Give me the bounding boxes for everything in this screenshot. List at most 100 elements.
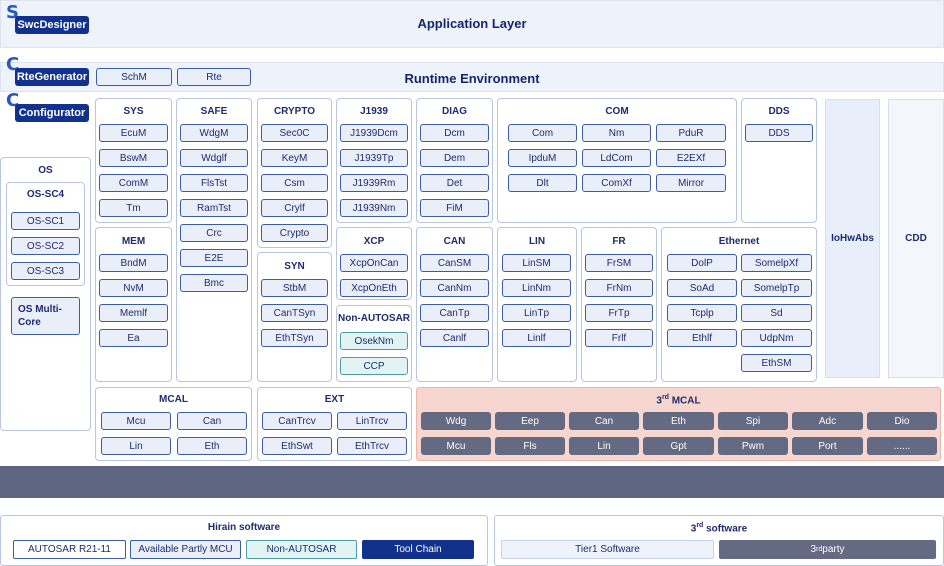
fr-frsm[interactable]: FrSM (585, 254, 653, 272)
diag-dem[interactable]: Dem (420, 149, 489, 167)
eth-doip[interactable]: DolP (667, 254, 737, 272)
mcal3-spi[interactable]: Spi (718, 412, 788, 430)
rte-module-schm[interactable]: SchM (96, 68, 172, 86)
rte-module-rte[interactable]: Rte (177, 68, 251, 86)
j1939-nm[interactable]: J1939Nm (340, 199, 408, 217)
crypto-secoc[interactable]: Sec0C (261, 124, 328, 142)
safe-flstst[interactable]: FlsTst (180, 174, 248, 192)
mcal3-dio[interactable]: Dio (867, 412, 937, 430)
syn-stbm[interactable]: StbM (261, 279, 328, 297)
mcal-mcu[interactable]: Mcu (101, 412, 171, 430)
cdd-column[interactable]: CDD (888, 99, 944, 378)
crypto-csm[interactable]: Csm (261, 174, 328, 192)
eth-someiptp[interactable]: SomelpTp (741, 279, 812, 297)
eth-ethif[interactable]: Ethlf (667, 329, 737, 347)
can-cannm[interactable]: CanNm (420, 279, 489, 297)
com-ipdum[interactable]: IpduM (508, 149, 577, 167)
mcal-eth[interactable]: Eth (177, 437, 247, 455)
com-mirror[interactable]: Mirror (656, 174, 726, 192)
os-multicore[interactable]: OS Multi-Core (11, 297, 80, 335)
j1939-tp[interactable]: J1939Tp (340, 149, 408, 167)
mcal-can[interactable]: Can (177, 412, 247, 430)
fr-frif[interactable]: Frlf (585, 329, 653, 347)
eth-soad[interactable]: SoAd (667, 279, 737, 297)
mcal-lin[interactable]: Lin (101, 437, 171, 455)
mem-bndm[interactable]: BndM (99, 254, 168, 272)
configurator-tool[interactable]: Configurator (15, 104, 89, 122)
lin-lintp[interactable]: LinTp (502, 304, 571, 322)
mcal3-fls[interactable]: Fls (495, 437, 565, 455)
eth-tcpip[interactable]: Tcplp (667, 304, 737, 322)
mcal3-can[interactable]: Can (569, 412, 639, 430)
non-autosar-ccp[interactable]: CCP (340, 357, 408, 375)
sys-comm[interactable]: ComM (99, 174, 168, 192)
sys-ecum[interactable]: EcuM (99, 124, 168, 142)
lin-linsm[interactable]: LinSM (502, 254, 571, 272)
crypto-title: CRYPTO (273, 106, 316, 117)
fr-frnm[interactable]: FrNm (585, 279, 653, 297)
mcal3-eth[interactable]: Eth (643, 412, 714, 430)
com-com[interactable]: Com (508, 124, 577, 142)
eth-ethsm[interactable]: EthSM (741, 354, 812, 372)
swcdesigner-tool[interactable]: SwcDesigner (15, 16, 89, 34)
sys-tm[interactable]: Tm (99, 199, 168, 217)
ext-lintrcv[interactable]: LinTrcv (337, 412, 407, 430)
mem-nvm[interactable]: NvM (99, 279, 168, 297)
syn-cantsyn[interactable]: CanTSyn (261, 304, 328, 322)
mem-memif[interactable]: Memlf (99, 304, 168, 322)
os-sc2[interactable]: OS-SC2 (11, 237, 80, 255)
com-dlt[interactable]: Dlt (508, 174, 577, 192)
safe-ramtst[interactable]: RamTst (180, 199, 248, 217)
diag-fim[interactable]: FiM (420, 199, 489, 217)
fr-frtp[interactable]: FrTp (585, 304, 653, 322)
sys-bswm[interactable]: BswM (99, 149, 168, 167)
mem-ea[interactable]: Ea (99, 329, 168, 347)
mcal3-more[interactable]: ...... (867, 437, 937, 455)
mcal3-mcu[interactable]: Mcu (421, 437, 491, 455)
ext-ethswt[interactable]: EthSwt (262, 437, 332, 455)
crypto-crypto[interactable]: Crypto (261, 224, 328, 242)
non-autosar-oseknm[interactable]: OsekNm (340, 332, 408, 350)
lin-linnm[interactable]: LinNm (502, 279, 571, 297)
safe-wdgif[interactable]: Wdglf (180, 149, 248, 167)
diag-dcm[interactable]: Dcm (420, 124, 489, 142)
os-sc1[interactable]: OS-SC1 (11, 212, 80, 230)
os-sc3[interactable]: OS-SC3 (11, 262, 80, 280)
syn-ethtsyn[interactable]: EthTSyn (261, 329, 328, 347)
can-cansm[interactable]: CanSM (420, 254, 489, 272)
crypto-keym[interactable]: KeyM (261, 149, 328, 167)
can-canif[interactable]: Canlf (420, 329, 489, 347)
rtegenerator-tool[interactable]: RteGenerator (15, 68, 89, 86)
eth-sd[interactable]: Sd (741, 304, 812, 322)
diag-det[interactable]: Det (420, 174, 489, 192)
safe-e2e[interactable]: E2E (180, 249, 248, 267)
lin-linif[interactable]: Linlf (502, 329, 571, 347)
safe-bmc[interactable]: Bmc (180, 274, 248, 292)
eth-someipxf[interactable]: SomelpXf (741, 254, 812, 272)
com-comxf[interactable]: ComXf (582, 174, 651, 192)
crypto-cryif[interactable]: Crylf (261, 199, 328, 217)
com-nm[interactable]: Nm (582, 124, 651, 142)
mcal3-eep[interactable]: Eep (495, 412, 565, 430)
xcp-oncan[interactable]: XcpOnCan (340, 254, 408, 272)
iohwabs-column[interactable]: IoHwAbs (825, 99, 880, 378)
mcal3-adc[interactable]: Adc (792, 412, 863, 430)
mcal3-pwm[interactable]: Pwm (718, 437, 788, 455)
xcp-oneth[interactable]: XcpOnEth (340, 279, 408, 297)
mcal3-wdg[interactable]: Wdg (421, 412, 491, 430)
eth-udpnm[interactable]: UdpNm (741, 329, 812, 347)
ext-cantrcv[interactable]: CanTrcv (262, 412, 332, 430)
com-ldcom[interactable]: LdCom (582, 149, 651, 167)
dds-dds[interactable]: DDS (745, 124, 813, 142)
j1939-rm[interactable]: J1939Rm (340, 174, 408, 192)
com-pdur[interactable]: PduR (656, 124, 726, 142)
j1939-dcm[interactable]: J1939Dcm (340, 124, 408, 142)
mcal3-port[interactable]: Port (792, 437, 863, 455)
mcal3-lin[interactable]: Lin (569, 437, 639, 455)
can-cantp[interactable]: CanTp (420, 304, 489, 322)
ext-ethtrcv[interactable]: EthTrcv (337, 437, 407, 455)
com-e2exf[interactable]: E2EXf (656, 149, 726, 167)
mcal3-gpt[interactable]: Gpt (643, 437, 714, 455)
safe-wdgm[interactable]: WdgM (180, 124, 248, 142)
safe-crc[interactable]: Crc (180, 224, 248, 242)
